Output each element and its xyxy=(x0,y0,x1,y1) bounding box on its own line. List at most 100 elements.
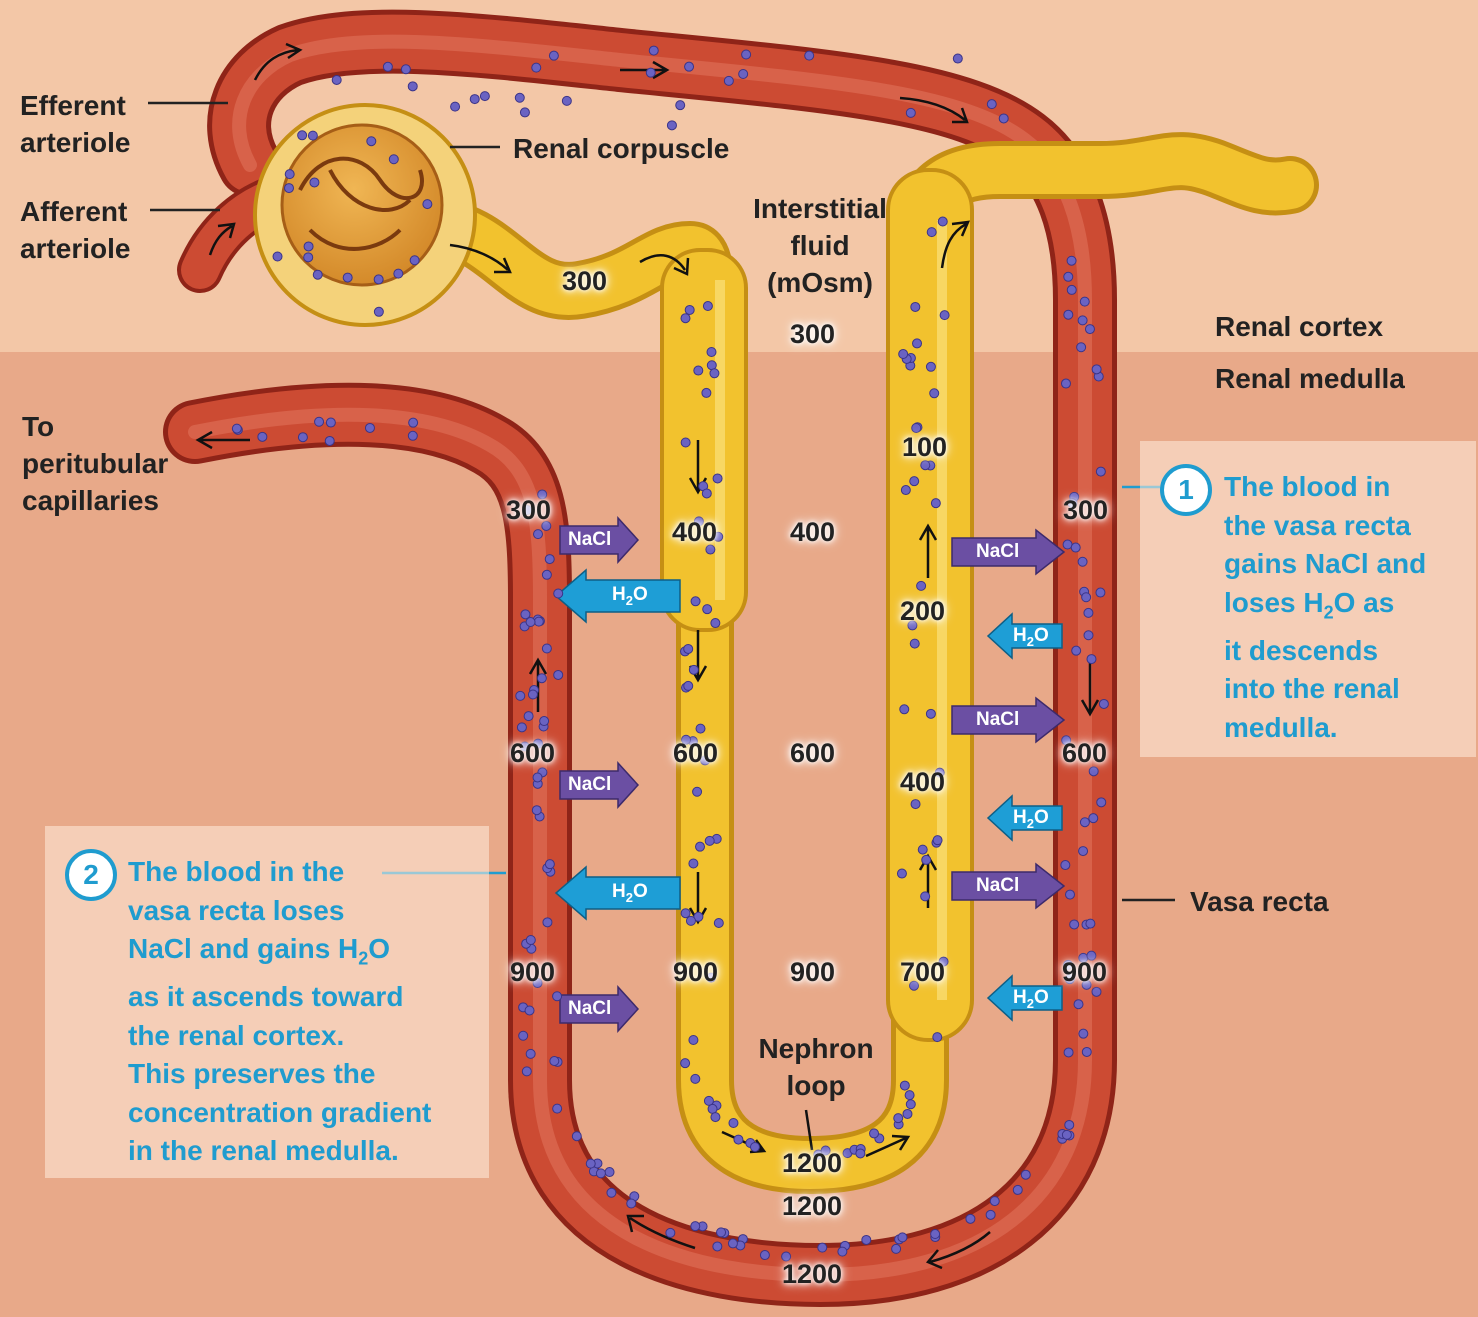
nephron-descending-value: 600 xyxy=(673,738,718,769)
solute-particle xyxy=(702,489,711,498)
solute-particle xyxy=(1096,467,1105,476)
interstitial-value: 400 xyxy=(790,517,835,548)
solute-particle xyxy=(710,369,719,378)
solute-particle xyxy=(543,918,552,927)
solute-particle xyxy=(542,644,551,653)
solute-particle xyxy=(667,121,676,130)
solute-particle xyxy=(685,62,694,71)
h2o-label: H2O xyxy=(1013,807,1049,831)
solute-particle xyxy=(917,581,926,590)
solute-particle xyxy=(901,486,910,495)
solute-particle xyxy=(1064,1048,1073,1057)
solute-particle xyxy=(689,859,698,868)
solute-particle xyxy=(383,62,392,71)
solute-particle xyxy=(298,433,307,442)
solute-particle xyxy=(1096,588,1105,597)
solute-particle xyxy=(862,1235,871,1244)
solute-particle xyxy=(918,845,927,854)
solute-particle xyxy=(532,63,541,72)
solute-particle xyxy=(516,691,525,700)
solute-particle xyxy=(927,228,936,237)
solute-particle xyxy=(528,690,537,699)
renal-corpuscle-label: Renal corpuscle xyxy=(513,130,729,167)
callout-1-text: The blood in the vasa recta gains NaCl a… xyxy=(1224,468,1426,747)
solute-particle xyxy=(332,75,341,84)
solute-particle xyxy=(940,311,949,320)
solute-particle xyxy=(1079,847,1088,856)
solute-particle xyxy=(760,1251,769,1260)
nacl-label: NaCl xyxy=(976,709,1019,731)
solute-particle xyxy=(897,869,906,878)
solute-particle xyxy=(894,1114,903,1123)
interstitial-value: 900 xyxy=(790,957,835,988)
solute-particle xyxy=(1079,1029,1088,1038)
solute-particle xyxy=(693,787,702,796)
solute-particle xyxy=(739,69,748,78)
solute-particle xyxy=(423,200,432,209)
solute-particle xyxy=(1067,285,1076,294)
interstitial-value: 600 xyxy=(790,738,835,769)
vasa-recta-descending-value: 600 xyxy=(510,738,555,769)
solute-particle xyxy=(666,1228,675,1237)
solute-particle xyxy=(681,314,690,323)
solute-particle xyxy=(750,1142,759,1151)
solute-particle xyxy=(689,1036,698,1045)
solute-particle xyxy=(285,184,294,193)
solute-particle xyxy=(520,108,529,117)
renal-corpuscle-shape xyxy=(255,105,475,325)
solute-particle xyxy=(627,1199,636,1208)
solute-particle xyxy=(526,1049,535,1058)
callout-2-number: 2 xyxy=(65,849,117,901)
solute-particle xyxy=(586,1159,595,1168)
solute-particle xyxy=(554,589,563,598)
solute-particle xyxy=(711,1113,720,1122)
solute-particle xyxy=(922,855,931,864)
nephron-ascending-value: 700 xyxy=(900,957,945,988)
callout-2-text: The blood in the vasa recta loses NaCl a… xyxy=(128,853,431,1171)
solute-particle xyxy=(691,1222,700,1231)
solute-particle xyxy=(258,432,267,441)
solute-particle xyxy=(553,992,562,1001)
solute-particle xyxy=(326,418,335,427)
solute-particle xyxy=(480,92,489,101)
solute-particle xyxy=(1078,557,1087,566)
solute-particle xyxy=(1089,814,1098,823)
interstitial-value: 1200 xyxy=(782,1191,842,1222)
solute-particle xyxy=(374,275,383,284)
solute-particle xyxy=(707,348,716,357)
solute-particle xyxy=(524,712,533,721)
solute-particle xyxy=(649,46,658,55)
solute-particle xyxy=(1021,1170,1030,1179)
vasa-recta-descending-value: 300 xyxy=(506,495,551,526)
solute-particle xyxy=(905,1091,914,1100)
solute-particle xyxy=(999,114,1008,123)
solute-particle xyxy=(550,1057,559,1066)
solute-particle xyxy=(310,178,319,187)
solute-particle xyxy=(696,842,705,851)
vasa-recta-descending-value: 900 xyxy=(510,957,555,988)
solute-particle xyxy=(1061,861,1070,870)
solute-particle xyxy=(1082,593,1091,602)
solute-particle xyxy=(540,717,549,726)
vasa-recta-bottom-value: 1200 xyxy=(782,1259,842,1290)
nephron-descending-value: 900 xyxy=(673,957,718,988)
solute-particle xyxy=(684,644,693,653)
solute-particle xyxy=(1092,365,1101,374)
solute-particle xyxy=(691,1074,700,1083)
solute-particle xyxy=(409,418,418,427)
solute-particle xyxy=(702,388,711,397)
solute-particle xyxy=(870,1129,879,1138)
solute-particle xyxy=(519,1031,528,1040)
solute-particle xyxy=(451,102,460,111)
solute-particle xyxy=(537,674,546,683)
solute-particle xyxy=(930,389,939,398)
solute-particle xyxy=(526,935,535,944)
solute-particle xyxy=(1077,343,1086,352)
solute-particle xyxy=(676,101,685,110)
solute-particle xyxy=(717,1228,726,1237)
solute-particle xyxy=(534,530,543,539)
nephron-bottom-value: 1200 xyxy=(782,1148,842,1179)
solute-particle xyxy=(911,800,920,809)
